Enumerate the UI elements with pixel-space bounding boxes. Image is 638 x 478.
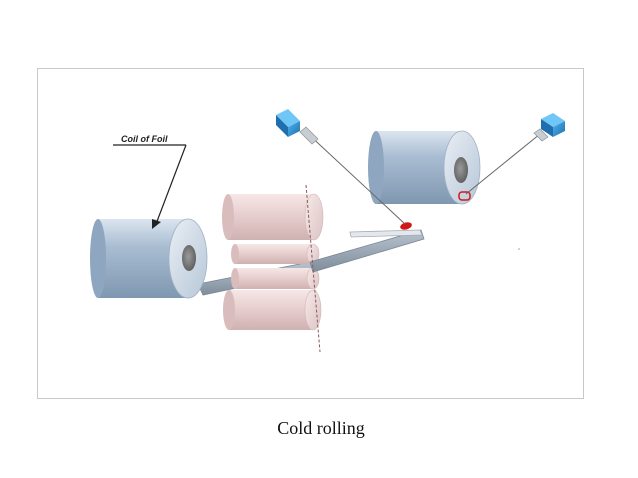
work-roll-lower-middle [231,267,320,290]
coil-of-foil-label: Coil of Foil [121,134,168,144]
stray-dot [518,248,520,250]
work-roll-top [222,193,324,241]
figure-caption: Cold rolling [277,418,365,438]
roll-stack-axis [305,184,321,353]
coil-callout: Coil of Foil [113,134,187,229]
sensor-head-icon [276,109,319,145]
sensor-right-beam [465,133,541,195]
figure-frame: Coil of Foil [37,68,584,399]
guide-plate [349,229,423,238]
cold-rolling-diagram: Coil of Foil [90,109,565,353]
work-roll-upper-middle [231,243,320,265]
foil-strip-upper [309,229,425,273]
coil-left [90,218,208,299]
coil-left-hub [182,245,196,271]
sensor-head-icon [533,113,565,142]
coil-right-hub [454,157,468,183]
coil-right-marker [458,191,471,201]
sensor-left-beam [305,131,406,225]
measurement-spot [400,222,412,230]
coil-right [368,130,481,205]
work-roll-bottom [223,289,322,331]
